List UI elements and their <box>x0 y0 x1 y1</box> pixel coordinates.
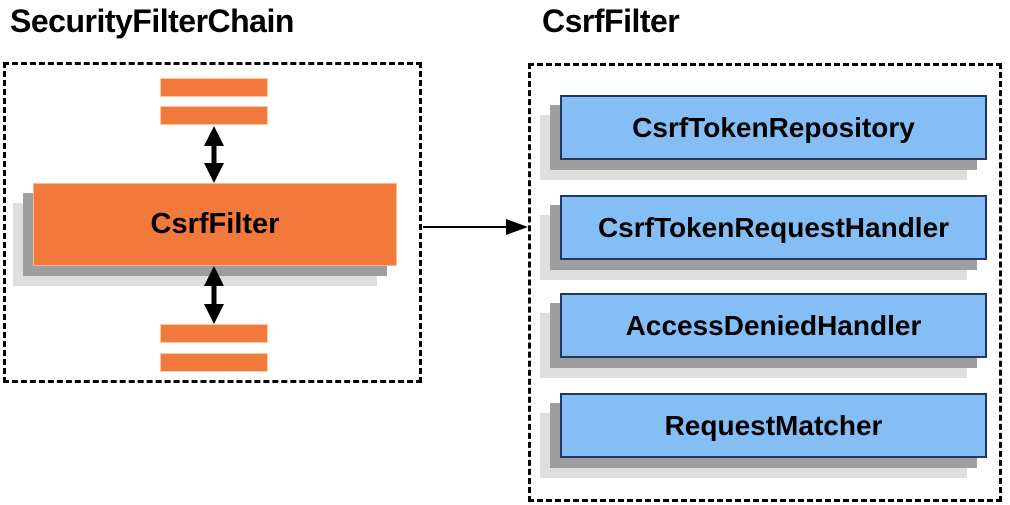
security-filter-chain-title: SecurityFilterChain <box>10 3 294 39</box>
right-arrow-icon <box>423 219 528 235</box>
csrf-filter-container <box>528 63 1002 502</box>
component-box-access-denied-handler: AccessDeniedHandler <box>560 293 987 358</box>
component-label: CsrfTokenRequestHandler <box>597 211 950 243</box>
component-label: CsrfTokenRepository <box>632 111 915 143</box>
component-label: AccessDeniedHandler <box>625 309 922 341</box>
csrf-filter-box-label: CsrfFilter <box>150 208 280 240</box>
filter-placeholder-bar <box>160 353 268 372</box>
filter-placeholder-bar <box>160 324 268 343</box>
security-filter-chain-container <box>3 62 422 383</box>
component-box-csrf-token-repository: CsrfTokenRepository <box>560 95 987 160</box>
filter-placeholder-bar <box>160 106 268 125</box>
component-box-csrf-token-request-handler: CsrfTokenRequestHandler <box>560 195 987 260</box>
csrf-filter-title: CsrfFilter <box>542 3 680 39</box>
filter-placeholder-bar <box>160 78 268 97</box>
csrf-filter-box: CsrfFilter <box>33 183 397 266</box>
component-label: RequestMatcher <box>664 409 883 441</box>
component-box-request-matcher: RequestMatcher <box>560 393 987 458</box>
